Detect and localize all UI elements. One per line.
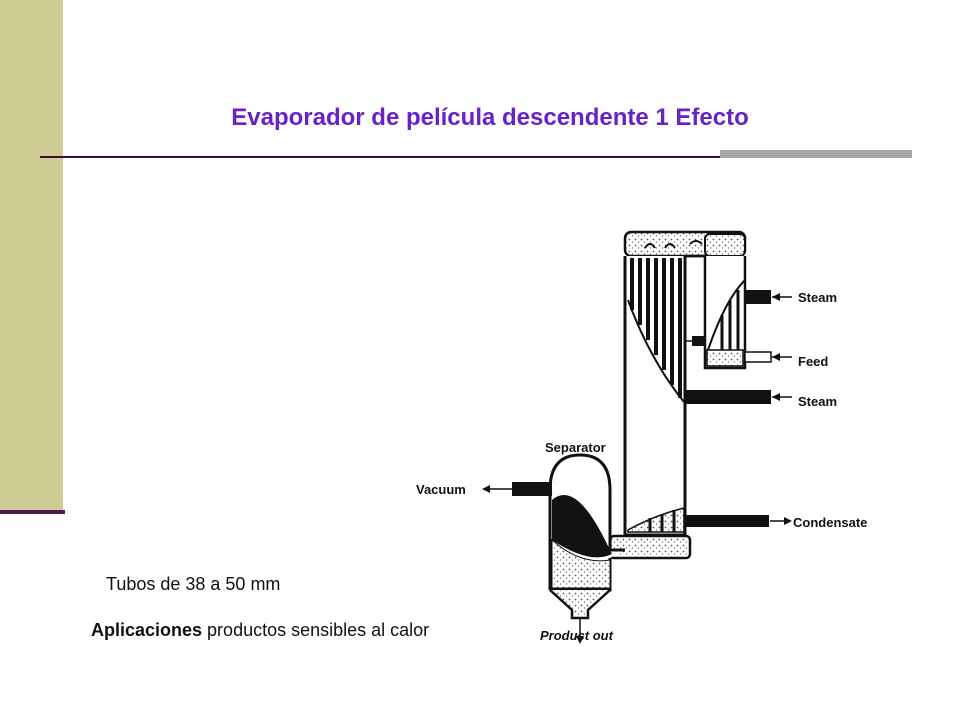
condensate-pipe <box>685 515 769 527</box>
side-accent-line <box>0 510 65 514</box>
preheater-header <box>704 233 746 257</box>
label-condensate: Condensate <box>793 515 867 530</box>
title-rule-accent <box>720 150 912 158</box>
label-steam-top: Steam <box>798 290 837 305</box>
steam-pipe-main <box>685 390 771 404</box>
tube-bundle-lower <box>627 507 685 533</box>
label-vacuum: Vacuum <box>416 482 466 497</box>
tube-bundle-upper <box>627 258 685 403</box>
preheater-tubes <box>707 279 746 351</box>
label-product-out: Product out <box>540 628 614 643</box>
title-rule <box>40 156 912 158</box>
label-separator: Separator <box>545 440 606 455</box>
applications-note: Aplicaciones productos sensibles al calo… <box>91 620 429 641</box>
label-feed: Feed <box>798 354 828 369</box>
steam-pipe-top <box>745 290 771 304</box>
preheater-body <box>703 256 747 370</box>
label-steam-bottom: Steam <box>798 394 837 409</box>
applications-label: Aplicaciones <box>91 620 203 640</box>
slide-title: Evaporador de película descendente 1 Efe… <box>231 104 749 131</box>
feed-pipe <box>744 351 772 363</box>
evaporator-diagram: Steam Feed Steam Condensate Separator Va… <box>416 230 867 644</box>
bottom-header <box>608 534 692 560</box>
applications-text: productos sensibles al calor <box>202 620 430 640</box>
separator-liquid <box>552 495 612 558</box>
product-outlet <box>549 589 611 620</box>
tubes-note: Tubos de 38 a 50 mm <box>106 574 281 594</box>
side-accent-bar <box>0 0 63 510</box>
vacuum-pipe <box>512 482 552 496</box>
